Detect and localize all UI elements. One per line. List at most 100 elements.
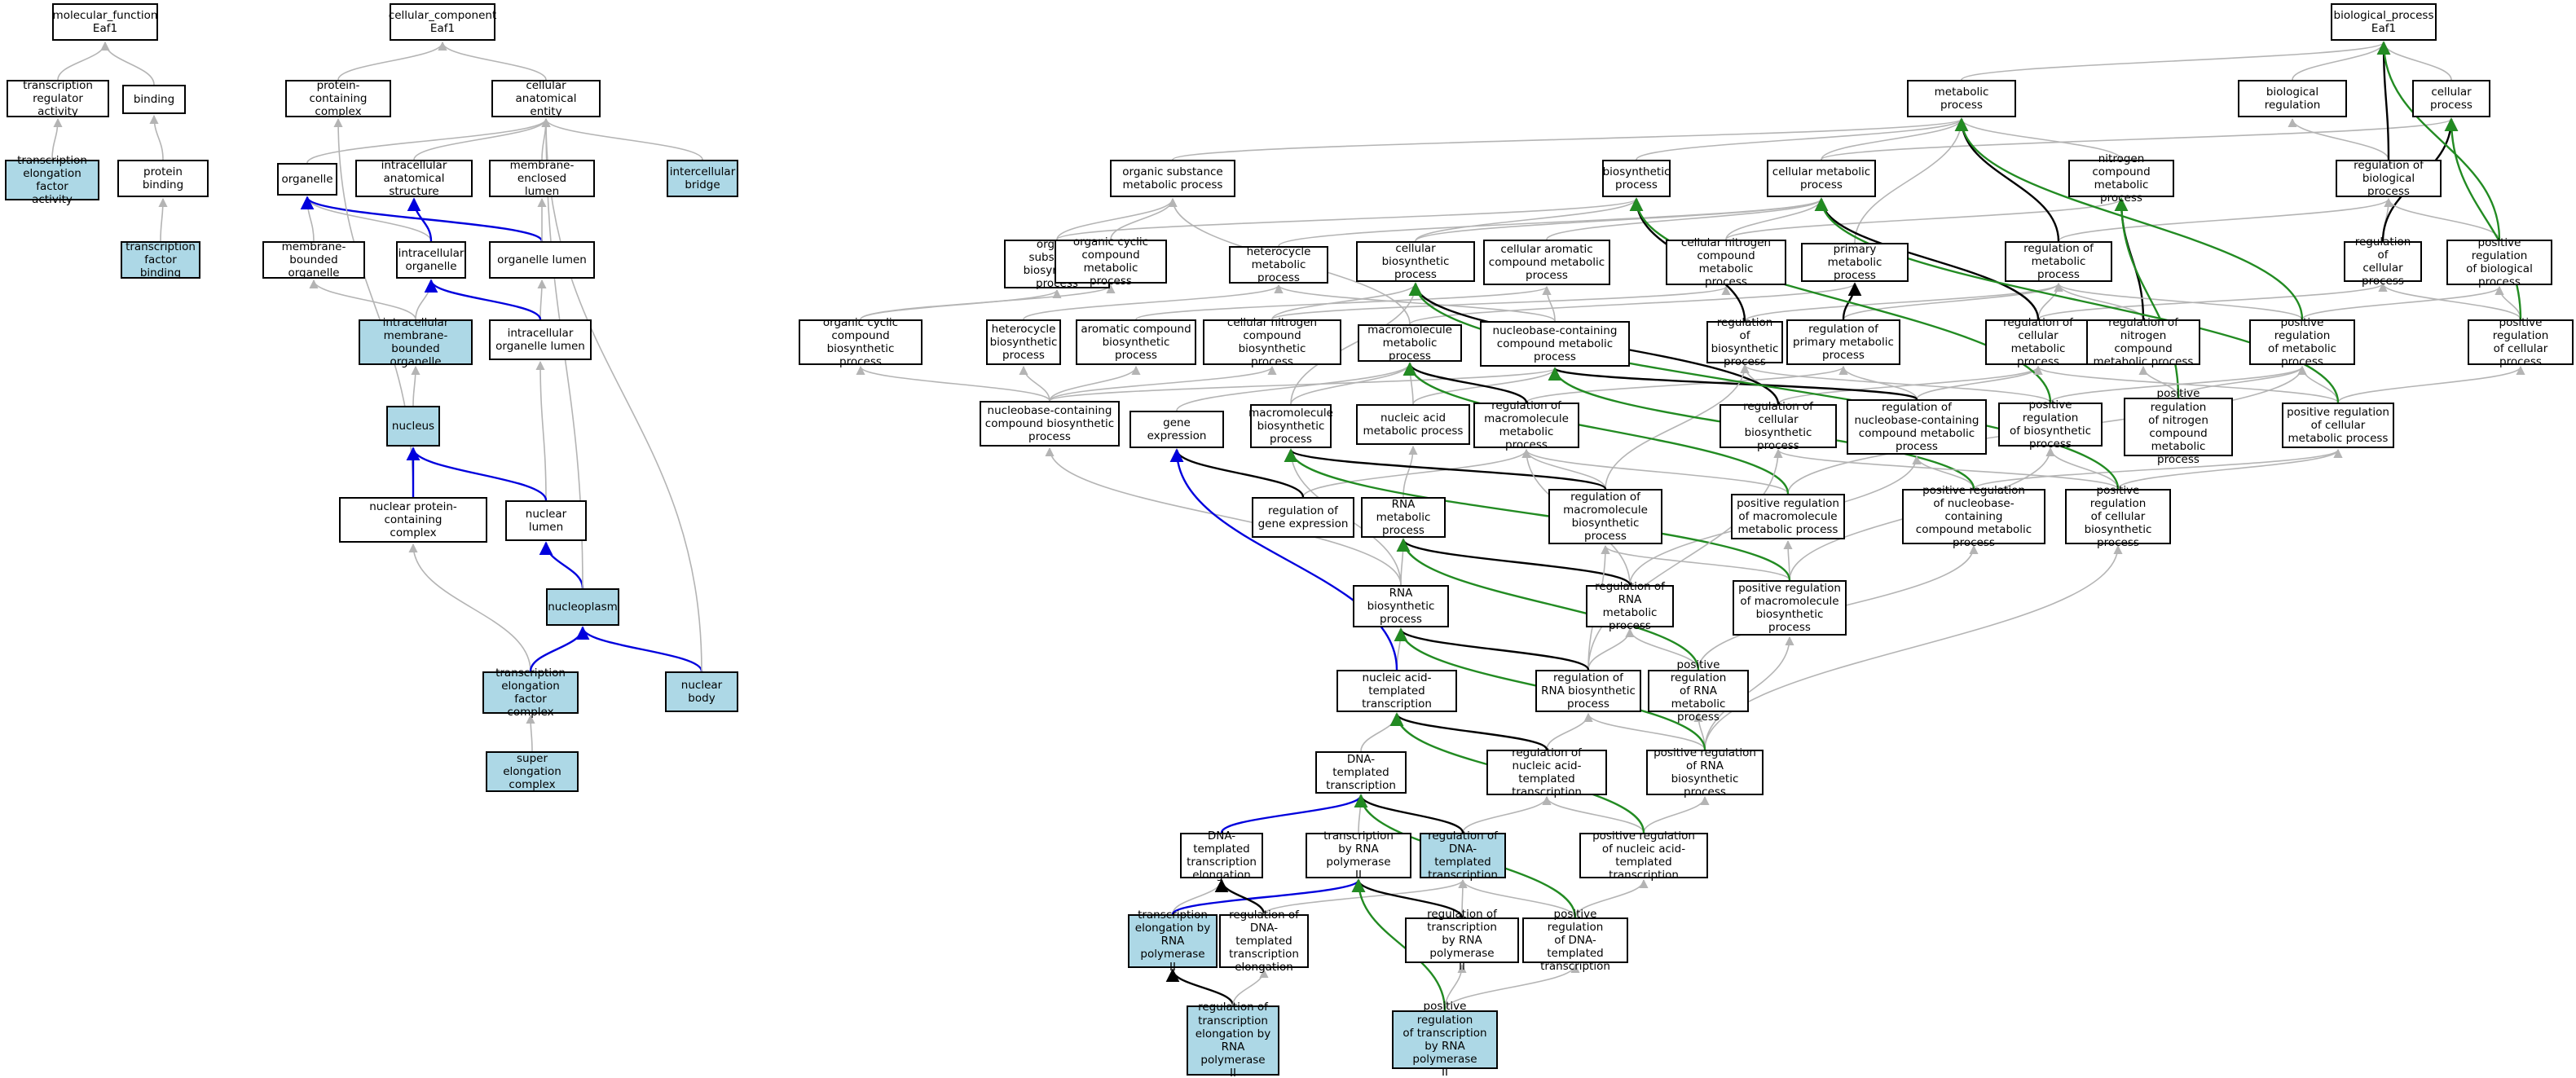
- node-ncmp: nitrogen compound metabolic process: [2068, 152, 2174, 205]
- edge-is-a: [1843, 282, 2063, 320]
- edge-is-a: [1704, 544, 2123, 750]
- edge-is-a: [413, 117, 551, 161]
- node-hbp: heterocycle biosynthetic process: [986, 319, 1061, 365]
- edge-is-a: [1973, 448, 2343, 490]
- edge-is-a: [1821, 117, 1966, 161]
- edge-is-a: [1302, 448, 1531, 498]
- node-prbsp: positive regulation of biosynthetic proc…: [1998, 398, 2103, 451]
- edge-regulates: [1354, 794, 1464, 834]
- node-rcmp: regulation of cellular metabolic process: [1985, 316, 2091, 368]
- edge-is-a: [1415, 197, 1826, 242]
- edge-part-of: [1220, 794, 1368, 834]
- node-terp2: transcription elongation by RNA polymera…: [1128, 909, 1218, 974]
- edge-is-a: [1056, 197, 1178, 240]
- edge-is-a: [1232, 968, 1269, 1006]
- edge-is-a: [1290, 282, 1420, 405]
- edge-is-a: [51, 117, 63, 161]
- node-prncmp: positive regulation of nitrogen compound…: [2124, 387, 2233, 466]
- node-prrnabp: positive regulation of RNA biosynthetic …: [1646, 746, 1764, 799]
- edge-is-a: [337, 41, 447, 81]
- edge-positively-regulates: [2114, 197, 2180, 398]
- edge-regulates: [1169, 448, 1305, 498]
- node-occmp: organic cyclic compound metabolic proces…: [1055, 235, 1167, 288]
- node-ias: intracellular anatomical structure: [355, 159, 473, 198]
- edge-is-a: [1172, 117, 1966, 161]
- edge-is-a: [1725, 197, 2126, 240]
- edge-positively-regulates: [1284, 448, 1791, 581]
- node-occbp: organic cyclic compound biosynthetic pro…: [799, 316, 923, 368]
- edge-part-of: [424, 279, 542, 320]
- edge-is-a: [526, 714, 535, 752]
- edge-is-a: [2058, 197, 2393, 242]
- node-tfb: transcription factor binding: [121, 240, 200, 279]
- edge-is-a: [1398, 538, 1408, 586]
- node-nl: nuclear lumen: [505, 500, 587, 541]
- node-rmmp: regulation of macromolecule metabolic pr…: [1473, 399, 1579, 451]
- edge-is-a: [1601, 544, 1790, 581]
- node-rrnabp: regulation of RNA biosynthetic process: [1535, 670, 1641, 712]
- node-bsp: biosynthetic process: [1602, 160, 1671, 197]
- node-prdtt: positive regulation of DNA-templated tra…: [1522, 908, 1628, 973]
- edge-is-a: [149, 114, 164, 161]
- edge-is-a: [1110, 197, 1178, 240]
- edge-positively-regulates: [2444, 117, 2522, 320]
- edge-positively-regulates: [1402, 362, 1790, 495]
- edge-regulates: [1389, 712, 1548, 750]
- edge-is-a: [1019, 365, 1050, 402]
- edge-part-of: [300, 196, 544, 242]
- node-prrnamp: positive regulation of RNA metabolic pro…: [1648, 658, 1749, 724]
- node-cncmp: cellular nitrogen compound metabolic pro…: [1666, 236, 1786, 288]
- node-sec: super elongation complex: [486, 751, 579, 792]
- edge-positively-regulates: [1954, 117, 2304, 320]
- node-nccbp: nucleobase-containing compound biosynthe…: [980, 401, 1120, 447]
- edge-regulates: [1954, 117, 2060, 242]
- edge-is-a: [309, 279, 416, 320]
- edge-positively-regulates: [2376, 41, 2501, 240]
- edge-is-a: [1744, 282, 2063, 322]
- node-prnccmp: positive regulation of nucleobase-contai…: [1902, 484, 2045, 549]
- node-rnccmp: regulation of nucleobase-containing comp…: [1847, 399, 1987, 455]
- edge-is-a: [541, 117, 702, 672]
- node-icb: intercellular bridge: [667, 160, 738, 197]
- edge-is-a: [1587, 448, 1783, 671]
- node-np: nucleoplasm: [546, 588, 619, 626]
- node-acbp: aromatic compound biosynthetic process: [1076, 319, 1196, 365]
- node-cc: cellular_component Eaf1: [389, 3, 496, 41]
- edge-is-a: [1521, 448, 1789, 495]
- edge-is-a: [1740, 363, 2051, 403]
- node-rcbp: regulation of cellular biosynthetic proc…: [1720, 400, 1837, 452]
- node-rcp: regulation of cellular process: [2344, 235, 2422, 288]
- edge-regulates: [1165, 968, 1235, 1006]
- edge-is-a: [2117, 448, 2343, 490]
- edge-is-a: [541, 117, 703, 161]
- node-rnabp: RNA biosynthetic process: [1353, 585, 1449, 627]
- edge-is-a: [1356, 794, 1366, 834]
- edge-is-a: [415, 279, 436, 320]
- node-rrnamp: regulation of RNA metabolic process: [1586, 580, 1674, 632]
- node-cae: cellular anatomical entity: [491, 79, 601, 118]
- node-npcc: nuclear protein-containing complex: [339, 497, 487, 543]
- edge-is-a: [1605, 363, 1750, 490]
- node-mbp: macromolecule biosynthetic process: [1248, 404, 1333, 448]
- edge-is-a: [1546, 197, 1826, 240]
- edge-is-a: [1961, 41, 2389, 81]
- edge-is-a: [535, 360, 547, 501]
- edge-is-a: [1458, 878, 1576, 918]
- edge-is-a: [2337, 365, 2525, 403]
- edge-regulates: [1284, 448, 1607, 491]
- node-prcmp: positive regulation of cellular metaboli…: [2282, 403, 2394, 448]
- edge-is-a: [408, 543, 531, 672]
- edge-regulates: [1548, 367, 1918, 401]
- node-mp: metabolic process: [1907, 80, 2016, 117]
- edge-positively-regulates: [1408, 282, 2120, 490]
- node-rdtt: regulation of DNA-templated transcriptio…: [1420, 829, 1506, 882]
- node-bp: biological_process Eaf1: [2331, 3, 2437, 41]
- edge-is-a: [1854, 117, 1966, 244]
- edge-is-a: [1773, 448, 2119, 490]
- edge-is-a: [1045, 447, 1402, 586]
- edge-is-a: [2037, 282, 2388, 320]
- node-rnamp: RNA metabolic process: [1361, 497, 1446, 538]
- edge-is-a: [1271, 285, 1731, 320]
